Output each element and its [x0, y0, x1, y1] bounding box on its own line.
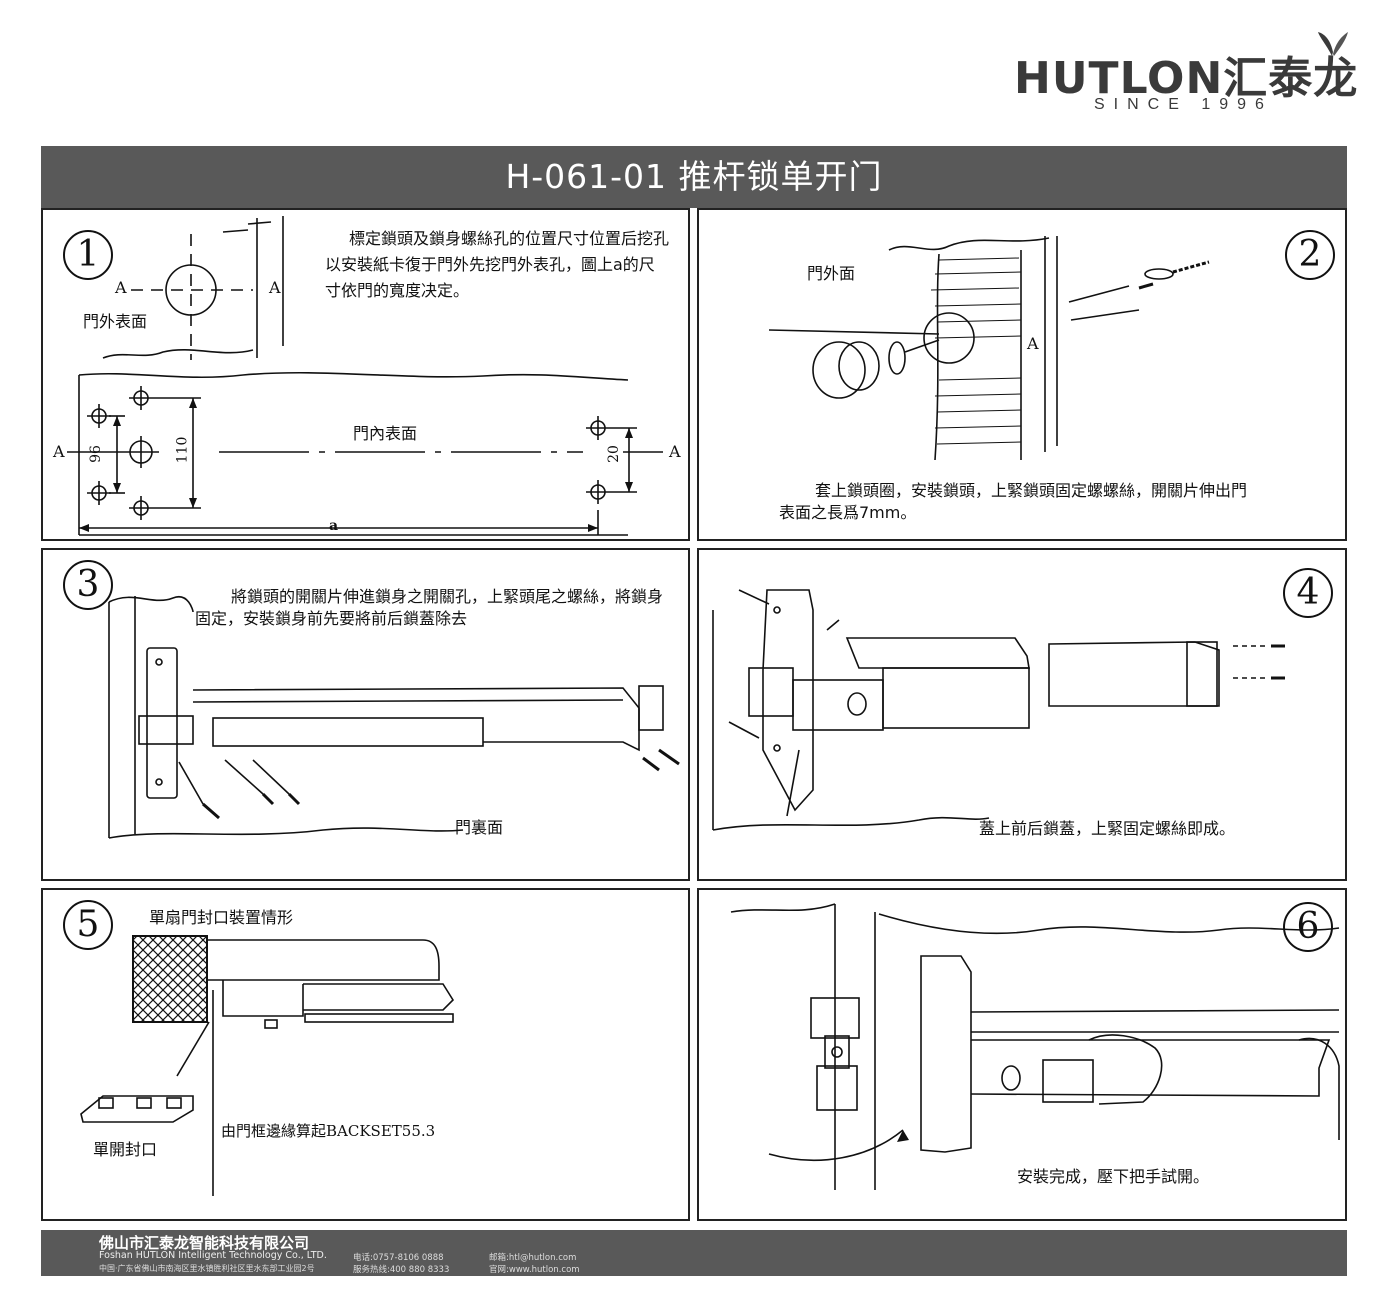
step-1-instruction: 標定鎖頭及鎖身螺絲孔的位置尺寸位置后挖孔以安裝紙卡復于門外先挖門外表孔，圖上a的… [325, 229, 670, 300]
step-1-panel: 1 標定鎖頭及鎖身螺絲孔的位置尺寸位置后挖孔以安裝紙卡復于門外先挖門外表孔，圖上… [41, 208, 690, 541]
dimension-96: 96 [87, 445, 104, 463]
step-2-number: 2 [1285, 230, 1335, 280]
footer-phone: 电话:0757-8106 0888 [353, 1253, 444, 1263]
page-title: H-061-01 推杆锁单开门 [41, 146, 1347, 208]
brand-wordmark: HUTLON汇泰龙 [1014, 53, 1359, 104]
label-a-left: A [115, 278, 127, 297]
step-3-panel: 3 將鎖頭的開關片伸進鎖身之開關孔，上緊頭尾之螺絲，將鎖身固定，安裝鎖身前先要將… [41, 548, 690, 881]
step-1-number: 1 [63, 230, 113, 280]
footer-email: 邮箱:htl@hutlon.com [489, 1253, 577, 1263]
outside-label: 門外面 [807, 264, 856, 283]
step-4-panel: 4 蓋上前后鎖蓋，上緊固定螺絲即成。 [697, 548, 1347, 881]
footer-hotline: 服务热线:400 880 8333 [353, 1265, 450, 1275]
label-a: A [1027, 334, 1039, 353]
step-2-instruction: 套上鎖頭圈，安裝鎖頭，上緊鎖頭固定螺螺絲，開關片伸出門表面之長爲7mm。 [779, 481, 1248, 522]
step-4-diagram [712, 589, 1285, 831]
footer-website: 官网:www.hutlon.com [489, 1265, 580, 1275]
step-2-panel: 2 門外面 A 套上鎖頭圈，安裝鎖頭，上緊鎖頭固定螺螺絲，開關片伸出門表面之長爲… [697, 208, 1347, 541]
step-4-number: 4 [1283, 568, 1333, 618]
footer-address: 中国·广东省佛山市南海区里水镇胜利社区里水东部工业园2号 [99, 1264, 315, 1273]
step-6-number: 6 [1283, 902, 1333, 952]
step-6-instruction: 安裝完成，壓下把手試開。 [1017, 1167, 1210, 1186]
back-label: 門裏面 [455, 818, 504, 837]
label-a-right-inner: A [669, 442, 681, 461]
step-3-instruction: 將鎖頭的開關片伸進鎖身之開關孔，上緊頭尾之螺絲，將鎖身固定，安裝鎖身前先要將前后… [195, 587, 664, 628]
backset-label: 由門框邊緣算起BACKSET55.3 [221, 1122, 436, 1140]
label-a-left-inner: A [53, 442, 65, 461]
inner-surface-label: 門內表面 [353, 424, 418, 443]
dimension-20: 20 [605, 445, 622, 463]
footer-bar: 佛山市汇泰龙智能科技有限公司 Foshan HUTLON Intelligent… [41, 1230, 1347, 1276]
step-5-diagram [80, 935, 455, 1196]
step-2-diagram [768, 236, 1210, 461]
single-door-heading: 單扇門封口裝置情形 [149, 908, 294, 927]
step-4-instruction: 蓋上前后鎖蓋，上緊固定螺絲即成。 [979, 819, 1236, 838]
step-5-panel: 5 單扇門封口裝置情形 單開封口 由門框邊緣算起BACKSET55.3 [41, 888, 690, 1221]
footer-company-cn: 佛山市汇泰龙智能科技有限公司 [99, 1234, 310, 1252]
label-a-right: A [269, 278, 281, 297]
footer-company-en: Foshan HUTLON Intelligent Technology Co.… [99, 1250, 327, 1261]
outer-surface-label: 門外表面 [83, 312, 148, 331]
step-5-number: 5 [63, 900, 113, 950]
step-6-panel: 6 安裝完成，壓下把手試開。 [697, 888, 1347, 1221]
step-3-number: 3 [63, 560, 113, 610]
butterfly-icon [1318, 32, 1348, 56]
brand-since: SINCE 1996 [1094, 96, 1273, 113]
step-1-diagram [67, 216, 663, 536]
brand-logo: HUTLON汇泰龙 SINCE 1996 [1010, 30, 1357, 120]
dimension-a: a [329, 518, 339, 534]
strike-label: 單開封口 [93, 1140, 158, 1159]
step-6-diagram [730, 903, 1340, 1190]
step-3-diagram [108, 596, 680, 839]
dimension-110: 110 [174, 436, 191, 464]
